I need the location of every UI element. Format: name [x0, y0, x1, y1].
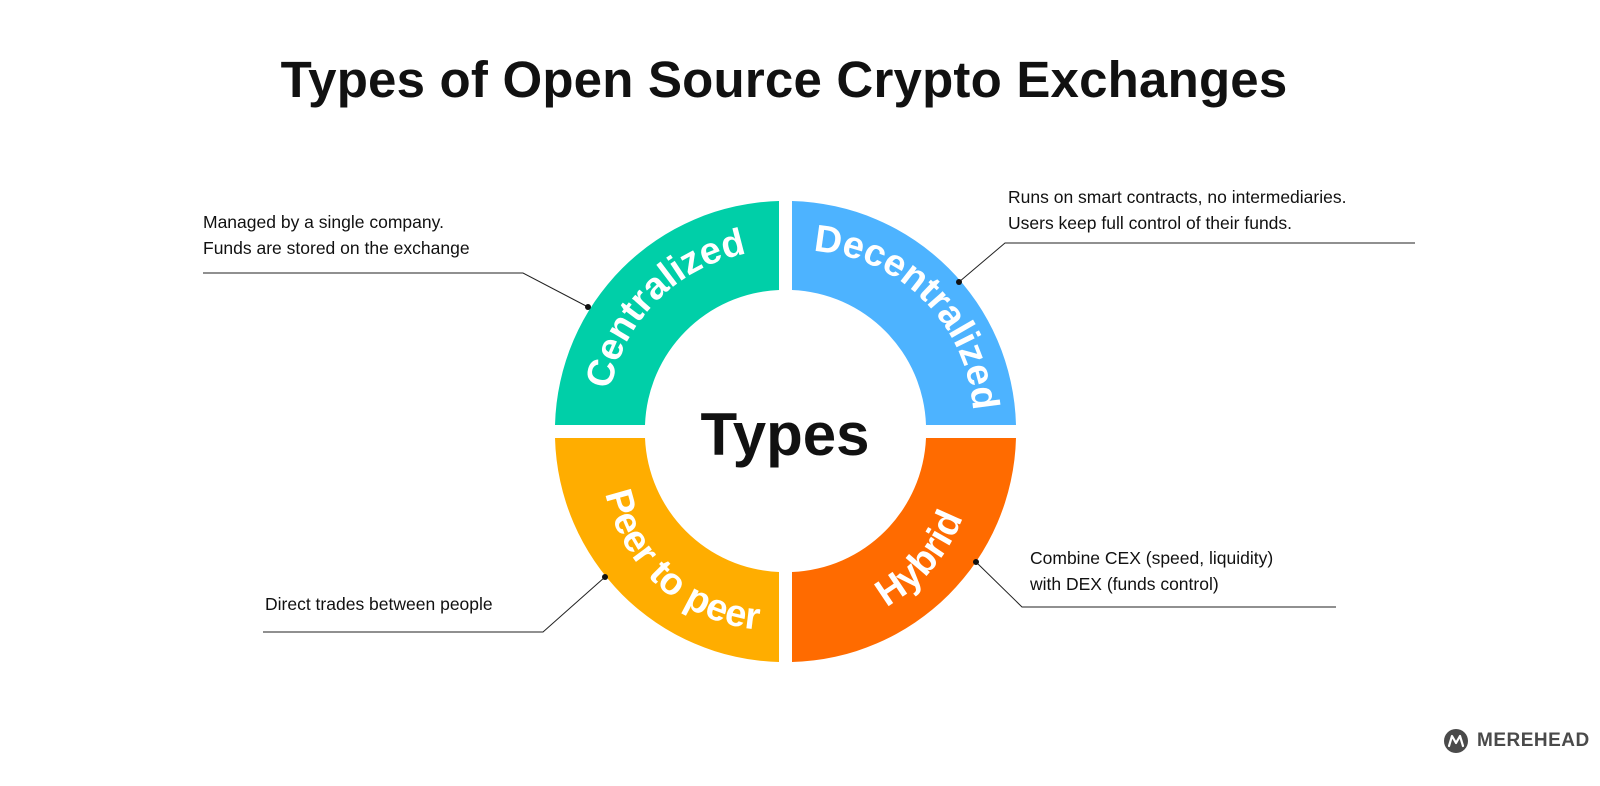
- segment-centralized: [555, 201, 779, 425]
- merehead-logo-icon: [1444, 729, 1468, 753]
- segment-peer-to-peer: [555, 438, 779, 662]
- note-centralized: Managed by a single company. Funds are s…: [203, 209, 470, 261]
- note-hybrid-line-1: Combine CEX (speed, liquidity): [1030, 548, 1274, 568]
- note-peer-to-peer-line-1: Direct trades between people: [265, 594, 493, 614]
- center-label: Types: [701, 401, 870, 468]
- leader-dot-peer-to-peer: [602, 574, 608, 580]
- leader-dot-decentralized: [956, 279, 962, 285]
- note-decentralized-line-1: Runs on smart contracts, no intermediari…: [1008, 187, 1347, 207]
- leader-line-decentralized: [958, 242, 1415, 283]
- note-centralized-line-2: Funds are stored on the exchange: [203, 238, 470, 258]
- brand: MEREHEAD: [1443, 728, 1590, 754]
- note-centralized-line-1: Managed by a single company.: [203, 212, 444, 232]
- brand-name: MEREHEAD: [1477, 730, 1590, 751]
- leader-line-peer-to-peer: [263, 576, 606, 633]
- note-hybrid-line-2: with DEX (funds control): [1030, 574, 1219, 594]
- leader-dot-hybrid: [973, 559, 979, 565]
- segment-decentralized: [792, 201, 1016, 425]
- leader-dot-centralized: [585, 304, 591, 310]
- leader-line-hybrid: [975, 561, 1336, 608]
- page-title: Types of Open Source Crypto Exchanges: [280, 51, 1288, 108]
- leader-line-centralized: [203, 272, 589, 308]
- note-decentralized-line-2: Users keep full control of their funds.: [1008, 213, 1293, 233]
- note-hybrid: Combine CEX (speed, liquidity) with DEX …: [1030, 545, 1273, 597]
- note-decentralized: Runs on smart contracts, no intermediari…: [1008, 184, 1346, 236]
- segment-hybrid: [792, 438, 1016, 662]
- note-peer-to-peer: Direct trades between people: [265, 591, 493, 617]
